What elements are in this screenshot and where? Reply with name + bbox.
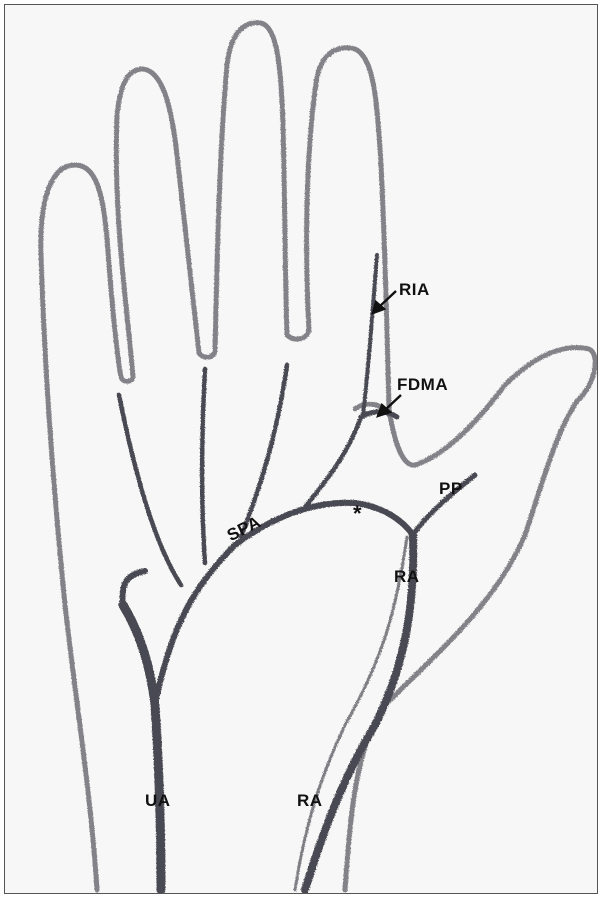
annotation-arrows — [5, 5, 598, 894]
label-ua: UA — [145, 791, 171, 811]
ria-arrow-line — [379, 291, 396, 307]
label-ra-palm: RA — [394, 567, 420, 587]
label-fdma: FDMA — [397, 375, 448, 395]
label-pp: PP — [439, 479, 463, 499]
label-asterisk: * — [353, 501, 362, 527]
illustration-frame: RIA FDMA PP * SPA RA UA RA — [4, 4, 598, 894]
label-ra-wrist: RA — [297, 791, 323, 811]
fdma-arrow-line — [385, 395, 401, 410]
